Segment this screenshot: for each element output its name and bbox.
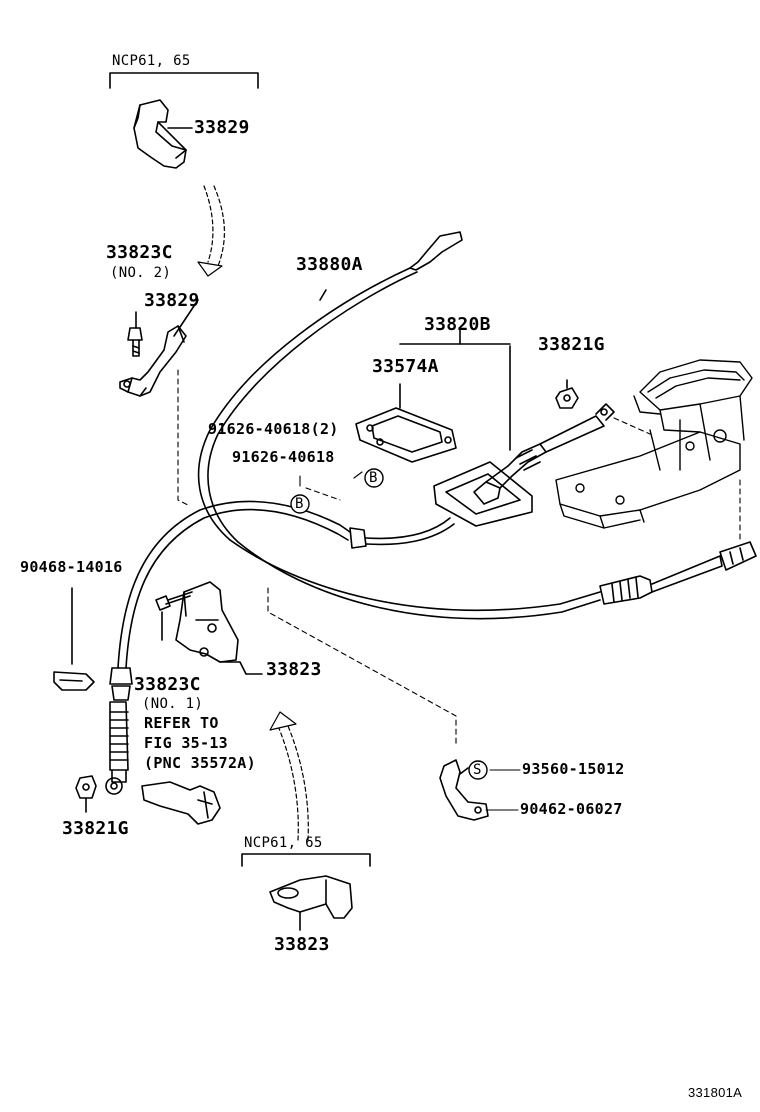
label-33820b: 33820B bbox=[424, 314, 491, 335]
cable-select bbox=[117, 500, 455, 669]
figure-code: 331801A bbox=[688, 1085, 743, 1100]
nut-33821g-right bbox=[555, 379, 579, 409]
callout-s-letter: S bbox=[473, 762, 482, 778]
nut-33821g-left bbox=[75, 775, 97, 813]
label-33823c-no2: 33823C bbox=[106, 242, 173, 263]
label-bolt-91626-2: 91626-40618(2) bbox=[208, 420, 339, 438]
label-33823-mid: 33823 bbox=[266, 659, 322, 680]
label-33823c-no1: 33823C bbox=[134, 674, 201, 695]
part-33823-bottom bbox=[269, 875, 353, 931]
cable-33880a bbox=[197, 231, 601, 620]
transmission-assembly bbox=[555, 359, 753, 529]
label-33829-top: 33829 bbox=[194, 117, 250, 138]
cable-left-end bbox=[105, 667, 133, 795]
arrow-curved-bottom bbox=[269, 711, 309, 841]
label-refer-line2: FIG 35-13 bbox=[144, 734, 228, 752]
label-90462: 90462-06027 bbox=[520, 800, 623, 818]
clip-90468 bbox=[53, 587, 95, 691]
label-90468: 90468-14016 bbox=[20, 558, 123, 576]
callout-b-left bbox=[290, 494, 310, 514]
label-bolt-91626: 91626-40618 bbox=[232, 448, 335, 466]
gasket-33574a bbox=[355, 383, 457, 463]
label-leaders bbox=[299, 471, 521, 811]
shifter-33820b bbox=[399, 329, 615, 527]
label-33823-bottom: 33823 bbox=[274, 934, 330, 955]
callout-b-left-letter: B bbox=[295, 496, 304, 512]
dashed-leaders bbox=[177, 369, 741, 745]
label-ncp-top: NCP61, 65 bbox=[112, 53, 191, 69]
label-no1: (NO. 1) bbox=[142, 696, 204, 712]
label-33880a: 33880A bbox=[296, 254, 363, 275]
arrow-curved-top bbox=[197, 185, 225, 277]
callout-s bbox=[468, 760, 488, 780]
label-no2: (NO. 2) bbox=[110, 265, 172, 281]
ncp-bottom-bracket-line bbox=[241, 853, 371, 867]
label-refer-line3: (PNC 35572A) bbox=[144, 754, 256, 772]
cable-right-end bbox=[599, 541, 757, 605]
label-33829-mid: 33829 bbox=[144, 290, 200, 311]
bracket-33829-mid bbox=[119, 299, 199, 397]
refer-lever bbox=[141, 781, 221, 825]
label-33574a: 33574A bbox=[372, 356, 439, 377]
label-refer-line1: REFER TO bbox=[144, 714, 219, 732]
callout-b-right-letter: B bbox=[369, 470, 378, 486]
callout-b-right bbox=[364, 468, 384, 488]
bracket-33823-mid bbox=[155, 581, 263, 675]
label-93560: 93560-15012 bbox=[522, 760, 625, 778]
ncp-top-bracket-line bbox=[109, 72, 259, 89]
label-33821g-right: 33821G bbox=[538, 334, 605, 355]
label-ncp-bottom: NCP61, 65 bbox=[244, 835, 323, 851]
label-33821g-left: 33821G bbox=[62, 818, 129, 839]
clip-33829-top bbox=[133, 99, 193, 169]
